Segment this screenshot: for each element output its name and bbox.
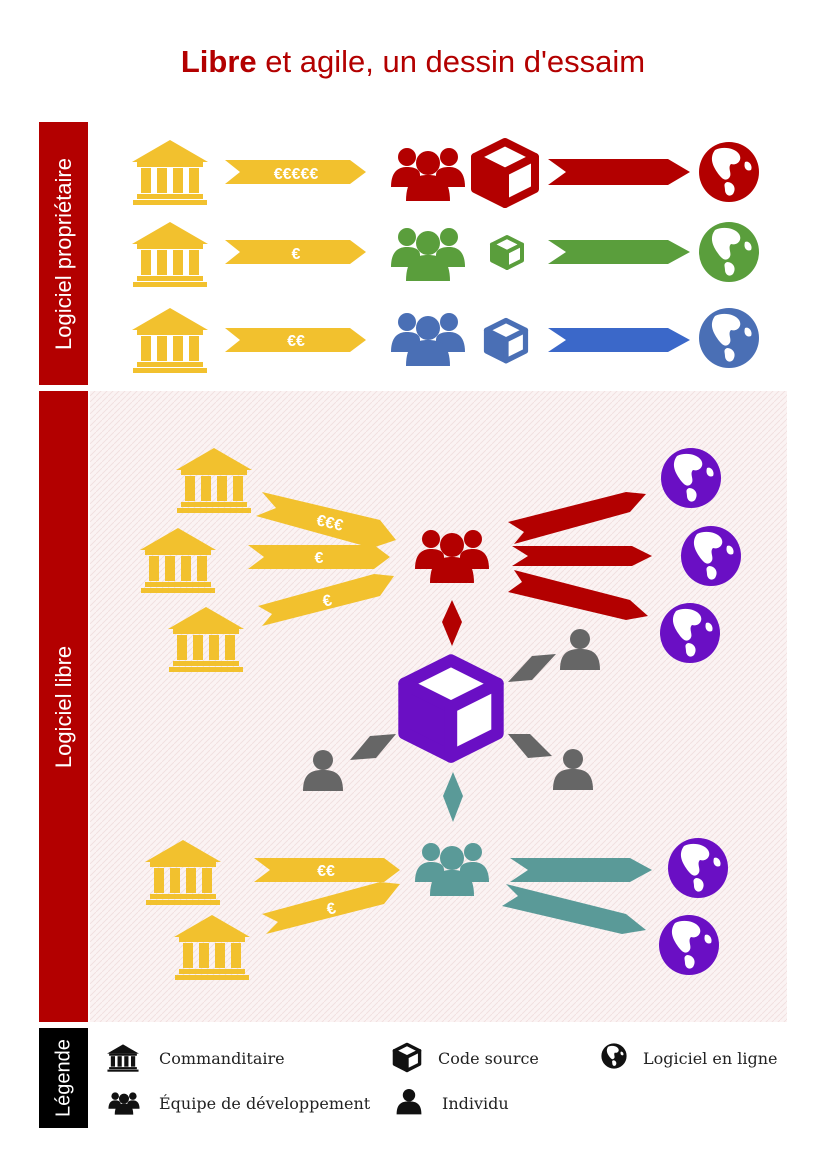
bank-icon: [132, 140, 208, 205]
money-arrow-bottom-2: €: [262, 882, 400, 934]
money-label-blue: €€: [287, 333, 305, 350]
delivery-arrow-blue: [548, 328, 690, 352]
globe-icon: [659, 915, 719, 975]
bank-icon: [107, 1044, 139, 1072]
source-cube-icon: [405, 661, 498, 757]
delivery-arrow-teal: [510, 858, 652, 882]
globe-icon: [601, 1043, 627, 1069]
delivery-arrow-red: [508, 570, 648, 620]
legend-online: Logiciel en ligne: [643, 1049, 778, 1068]
globe-icon: [660, 603, 720, 663]
cube-icon: [487, 321, 526, 361]
money-label-red: €€€€€: [274, 166, 319, 183]
delivery-arrow-teal: [502, 884, 646, 934]
cube-icon: [475, 142, 535, 204]
delivery-arrow-red: [512, 546, 652, 566]
row-blue: €€: [132, 308, 759, 373]
money-label-top-2: €: [315, 550, 324, 567]
legend-source: Code source: [438, 1049, 539, 1068]
legend-section-label: Légende: [39, 1028, 88, 1128]
globe-icon: [699, 222, 759, 282]
money-arrow-top-1: €€€: [256, 492, 396, 548]
legend-sponsor: Commanditaire: [159, 1049, 285, 1068]
link-grey: [350, 734, 396, 760]
money-arrow-top-3: €: [258, 574, 394, 626]
bank-icon: [132, 222, 208, 287]
team-icon: [108, 1092, 140, 1115]
cube-icon: [392, 1042, 422, 1073]
row-green: €: [132, 222, 759, 287]
money-label-green: €: [292, 246, 301, 263]
globe-icon: [699, 142, 759, 202]
money-arrow-top-2: €: [248, 545, 390, 569]
title-rest: et agile, un dessin d'essaim: [256, 44, 646, 79]
cube-icon: [490, 235, 524, 270]
title-bold: Libre: [180, 44, 257, 79]
legend-individual: Individu: [442, 1094, 509, 1113]
money-arrow-green: [225, 240, 366, 264]
page-title: Libre et agile, un dessin d'essaim: [0, 44, 826, 80]
money-label-bottom-2: €: [325, 900, 338, 919]
money-label-top-1: €€€: [315, 512, 345, 535]
money-arrow-red: [225, 160, 366, 184]
money-label-top-3: €: [321, 592, 334, 611]
link-grey: [508, 654, 556, 682]
bank-icon: [132, 308, 208, 373]
team-icon: [391, 313, 465, 366]
money-arrow-blue: [225, 328, 366, 352]
team-icon: [391, 228, 465, 281]
globe-icon: [681, 526, 741, 586]
free-section-label: Logiciel libre: [39, 391, 88, 1022]
legend-team: Équipe de développement: [159, 1094, 371, 1113]
globe-icon: [661, 448, 721, 508]
globe-icon: [699, 308, 759, 368]
team-icon: [391, 148, 465, 201]
delivery-arrow-red: [508, 492, 646, 544]
money-arrow-bottom-1: €€: [254, 858, 400, 882]
globe-icon: [668, 838, 728, 898]
delivery-arrow-green: [548, 240, 690, 264]
proprietary-section-label: Logiciel propriétaire: [39, 122, 88, 385]
money-label-bottom-1: €€: [317, 863, 335, 880]
row-red: €€€€€: [132, 140, 759, 205]
delivery-arrow-red: [548, 159, 690, 185]
link-grey: [508, 734, 552, 758]
connector-diamond-red: [442, 600, 462, 646]
person-icon: [396, 1088, 422, 1115]
connector-diamond-teal: [443, 772, 463, 822]
